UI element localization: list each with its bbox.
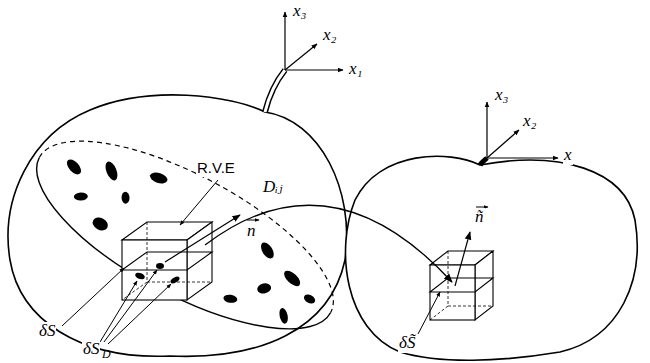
body-outline bbox=[345, 156, 637, 360]
leader-line bbox=[100, 281, 137, 342]
axis-label: x₁ bbox=[348, 60, 363, 79]
body-outline bbox=[8, 95, 347, 356]
normal-arrow bbox=[165, 215, 240, 262]
normal-label: n bbox=[246, 222, 257, 241]
normal-label: ñ bbox=[474, 208, 485, 227]
stem bbox=[480, 158, 487, 165]
stem bbox=[265, 70, 285, 112]
axis-label: x₃ bbox=[292, 2, 307, 21]
leader-line bbox=[418, 292, 440, 334]
surface-label: δS bbox=[38, 322, 56, 341]
section-plane bbox=[11, 105, 359, 363]
mapping-arrow bbox=[205, 205, 452, 282]
stem bbox=[265, 70, 285, 112]
subscript-label: D bbox=[101, 348, 112, 361]
axes bbox=[487, 102, 558, 158]
axis-label: x bbox=[563, 146, 573, 165]
axis-label: x₂ bbox=[522, 112, 537, 131]
surface-label: δS̃ bbox=[398, 334, 416, 353]
damage-surface-label: δS bbox=[82, 340, 100, 359]
operator-label: Dᵢⱼ bbox=[262, 178, 283, 197]
axis-label: x₂ bbox=[322, 26, 337, 45]
rve-label: R.V.E bbox=[196, 160, 236, 177]
vector-arrow bbox=[247, 220, 259, 221]
leader-line bbox=[108, 284, 171, 344]
normal-arrow bbox=[455, 232, 470, 286]
axes bbox=[285, 12, 343, 70]
leader-line bbox=[104, 270, 157, 342]
axis-label: x₃ bbox=[494, 86, 509, 105]
leader-line bbox=[180, 180, 218, 225]
